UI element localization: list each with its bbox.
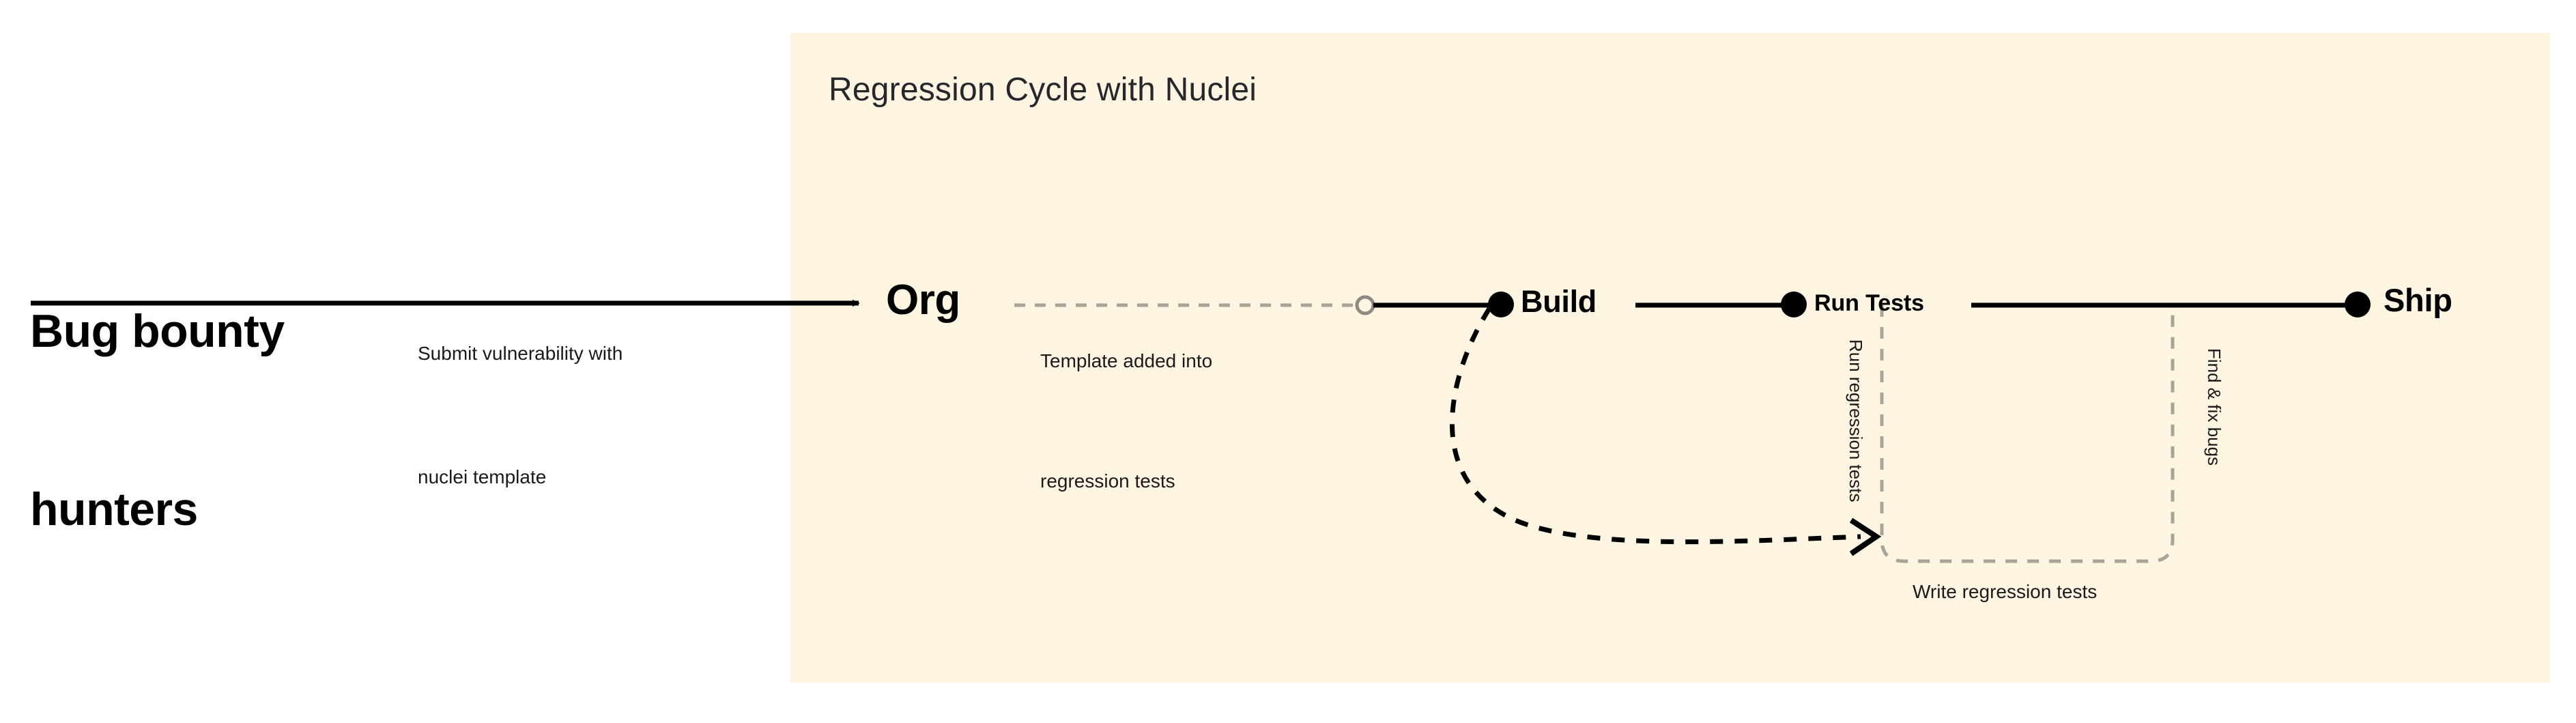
panel-title: Regression Cycle with Nuclei <box>829 72 1257 108</box>
node-label-run-tests: Run Tests <box>1814 290 1924 316</box>
edge-label-template-line1: Template added into <box>1040 350 1213 371</box>
edge-label-submit-line1: Submit vulnerability with <box>418 343 623 365</box>
node-label-build: Build <box>1521 284 1597 319</box>
edge-label-submit-vulnerability: Submit vulnerability with nuclei templat… <box>418 251 773 580</box>
dashed-regression-box <box>1880 305 2175 563</box>
edge-label-write-regression-tests: Write regression tests <box>1913 581 2098 602</box>
feedback-dashed-arrow <box>1450 307 1861 545</box>
edge-label-template-added: Template added into regression tests <box>1040 261 1354 582</box>
node-dot-runtests <box>1781 292 1807 317</box>
node-label-ship: Ship <box>2384 282 2452 318</box>
actor-label-bug-bounty-hunters: Bug bounty hunters <box>30 183 412 658</box>
regression-cycle-panel <box>790 33 2550 683</box>
edge-label-template-line2: regression tests <box>1040 470 1175 492</box>
junction-hollow-dot <box>1355 295 1375 315</box>
edge-label-find-and-fix-bugs: Find & fix bugs <box>2204 348 2224 466</box>
edge-label-submit-line2: nuclei template <box>418 466 547 487</box>
feedback-arrowhead-icon <box>1849 518 1882 556</box>
node-dot-build <box>1488 292 1514 317</box>
edge-label-run-regression-tests: Run regression tests <box>1846 339 1866 502</box>
node-label-org: Org <box>886 277 960 324</box>
actor-label-line2: hunters <box>30 483 198 536</box>
actor-label-line1: Bug bounty <box>30 305 285 358</box>
node-dot-ship <box>2345 292 2371 317</box>
